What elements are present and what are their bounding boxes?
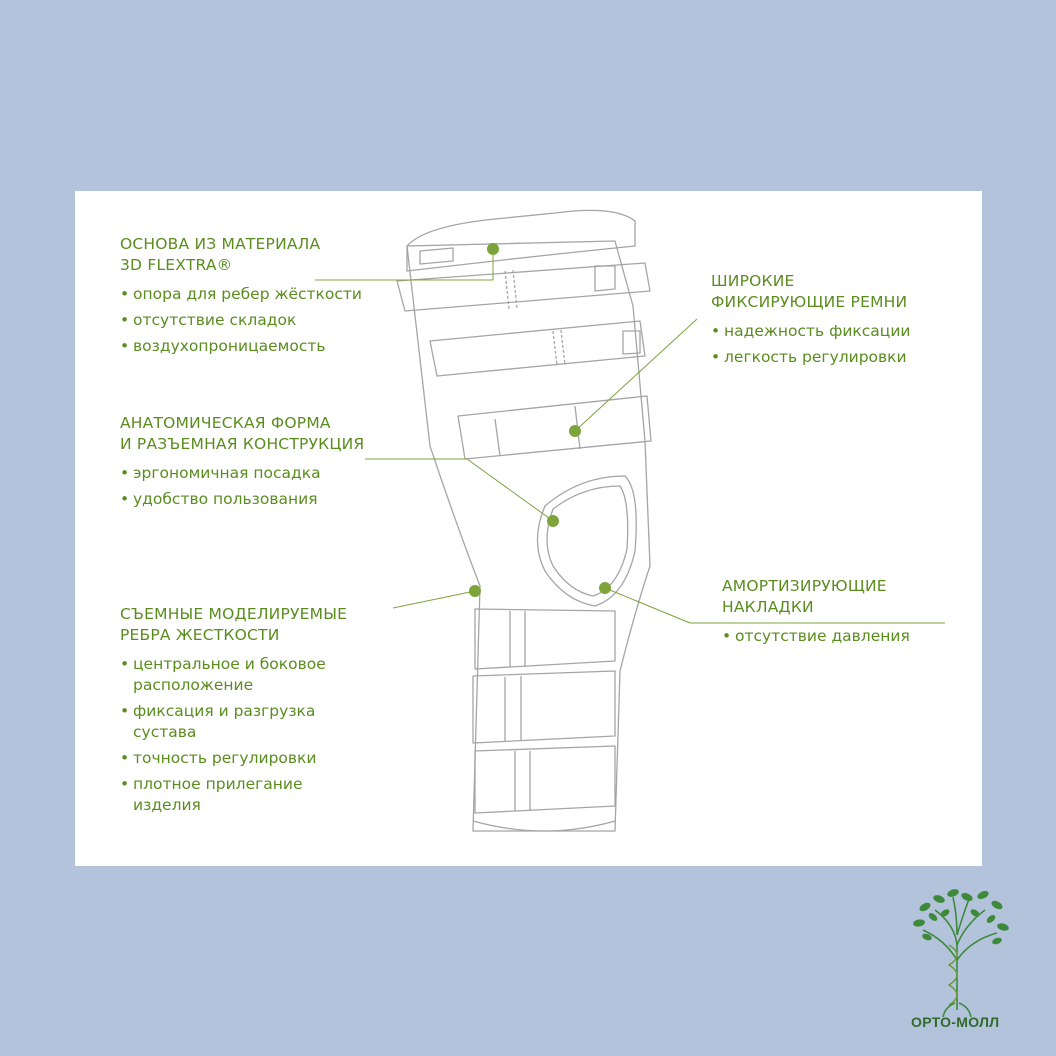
callout-title-line: РЕБРА ЖЕСТКОСТИ xyxy=(120,625,347,646)
callout-title-line: И РАЗЪЕМНАЯ КОНСТРУКЦИЯ xyxy=(120,434,364,455)
bullet-text: легкость регулировки xyxy=(724,347,910,368)
bullet-text: удобство пользования xyxy=(133,489,364,510)
list-item: легкость регулировки xyxy=(711,347,910,368)
marker-ribs xyxy=(469,585,481,597)
knee-opening xyxy=(538,476,637,606)
callout-base-material: ОСНОВА ИЗ МАТЕРИАЛА 3D FLEXTRA® опора дл… xyxy=(120,234,362,362)
lower-strap-2 xyxy=(473,671,615,743)
lower-strap-1 xyxy=(475,609,615,669)
list-item: центральное и боковое расположение xyxy=(120,654,347,696)
list-item: отсутствие складок xyxy=(120,310,362,331)
callout-pads: АМОРТИЗИРУЮЩИЕ НАКЛАДКИ отсутствие давле… xyxy=(722,576,910,652)
upper-strap-3 xyxy=(458,396,651,459)
brace-outline xyxy=(407,241,650,831)
callout-title-line: ФИКСИРУЮЩИЕ РЕМНИ xyxy=(711,292,910,313)
list-item: надежность фиксации xyxy=(711,321,910,342)
marker-pads xyxy=(599,582,611,594)
upper-strap-1 xyxy=(397,263,650,311)
bullet-text: плотное прилегание xyxy=(133,774,347,795)
list-item: воздухопроницаемость xyxy=(120,336,362,357)
bullet-text: центральное и боковое xyxy=(133,654,347,675)
callout-stiffening-ribs: СЪЕМНЫЕ МОДЕЛИРУЕМЫЕ РЕБРА ЖЕСТКОСТИ цен… xyxy=(120,604,347,821)
bullet-text: воздухопроницаемость xyxy=(133,336,362,357)
logo-text: ОРТО-МОЛЛ xyxy=(911,1014,999,1030)
bullet-text: точность регулировки xyxy=(133,748,347,769)
bullet-text: расположение xyxy=(133,675,347,696)
list-item: удобство пользования xyxy=(120,489,364,510)
marker-base-material xyxy=(487,243,499,255)
bullet-text: сустава xyxy=(133,722,347,743)
callout-title-line: ОСНОВА ИЗ МАТЕРИАЛА xyxy=(120,234,362,255)
bullet-text: эргономичная посадка xyxy=(133,463,364,484)
bullet-text: фиксация и разгрузка xyxy=(133,701,347,722)
bullet-text: изделия xyxy=(133,795,347,816)
callout-title-line: АМОРТИЗИРУЮЩИЕ xyxy=(722,576,910,597)
bullet-text: опора для ребер жёсткости xyxy=(133,284,362,305)
callout-anatomic-form: АНАТОМИЧЕСКАЯ ФОРМА И РАЗЪЕМНАЯ КОНСТРУК… xyxy=(120,413,364,515)
callout-title-line: 3D FLEXTRA® xyxy=(120,255,362,276)
bullet-text: отсутствие складок xyxy=(133,310,362,331)
callout-title-line: АНАТОМИЧЕСКАЯ ФОРМА xyxy=(120,413,364,434)
lower-strap-3 xyxy=(475,746,615,813)
list-item: эргономичная посадка xyxy=(120,463,364,484)
bullet-text: отсутствие давления xyxy=(735,626,910,647)
list-item: отсутствие давления xyxy=(722,626,910,647)
list-item: точность регулировки xyxy=(120,748,347,769)
diagram-card: ОСНОВА ИЗ МАТЕРИАЛА 3D FLEXTRA® опора дл… xyxy=(75,191,982,866)
list-item: опора для ребер жёсткости xyxy=(120,284,362,305)
callout-title-line: НАКЛАДКИ xyxy=(722,597,910,618)
tree-spine-logo-icon xyxy=(905,885,1015,1035)
marker-anatomic xyxy=(547,515,559,527)
list-item: плотное прилегание изделия xyxy=(120,774,347,816)
upper-strap-2 xyxy=(430,321,645,376)
callout-title-line: ШИРОКИЕ xyxy=(711,271,910,292)
list-item: фиксация и разгрузка сустава xyxy=(120,701,347,743)
marker-straps xyxy=(569,425,581,437)
callout-straps: ШИРОКИЕ ФИКСИРУЮЩИЕ РЕМНИ надежность фик… xyxy=(711,271,910,373)
callout-title-line: СЪЕМНЫЕ МОДЕЛИРУЕМЫЕ xyxy=(120,604,347,625)
bullet-text: надежность фиксации xyxy=(724,321,910,342)
